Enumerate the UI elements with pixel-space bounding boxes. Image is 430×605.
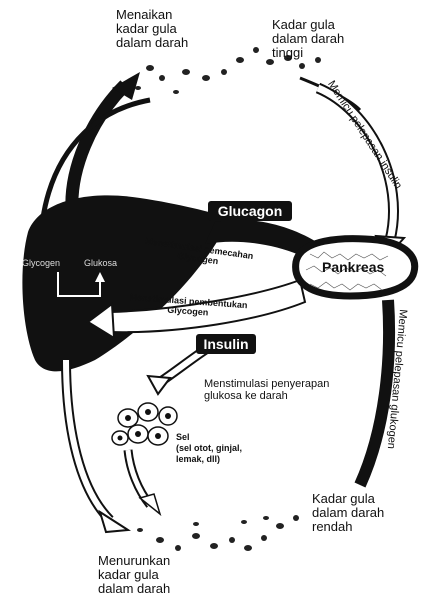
label-cell: Sel (sel otot, ginjal, lemak, dll): [176, 432, 242, 465]
blood-dots-bottom: [137, 515, 299, 551]
label-high: Kadar gula dalam darah tinggi: [272, 18, 344, 60]
raise-arrow: [72, 85, 125, 210]
label-glukosa: Glukosa: [84, 256, 117, 270]
label-pankreas: Pankreas: [322, 260, 384, 274]
label-stimulate-uptake: Menstimulasi penyerapan glukosa ke darah: [204, 378, 329, 402]
trigger-glucagon-arrow: [360, 300, 389, 485]
insulin-box: Insulin: [196, 334, 256, 354]
label-glycogen: Glycogen: [22, 256, 60, 270]
label-low: Kadar gula dalam darah rendah: [312, 492, 384, 534]
label-lower: Menurunkan kadar gula dalam darah: [98, 554, 170, 596]
insulin-label: Insulin: [203, 336, 248, 352]
glucagon-label: Glucagon: [218, 203, 283, 219]
lower-arrow-head: [100, 512, 128, 532]
glucagon-box: Glucagon: [208, 201, 292, 221]
label-raise: Menaikan kadar gula dalam darah: [116, 8, 188, 50]
